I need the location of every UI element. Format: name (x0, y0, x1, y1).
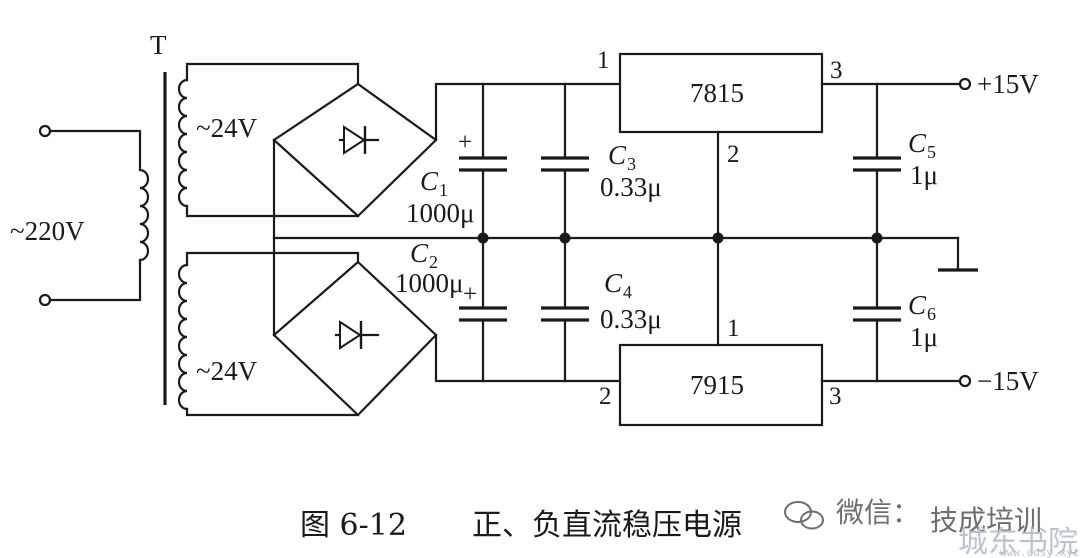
transformer: T ~24V ~24V (138, 30, 258, 411)
c1-name: C (420, 166, 439, 196)
junction-dot (871, 232, 883, 244)
regulator-top-pin-in: 1 (597, 47, 610, 74)
c1-subscript: 1 (439, 180, 448, 200)
regulator-top-pin-gnd: 2 (727, 141, 740, 168)
positive-rail-input (434, 82, 622, 142)
input-terminal-top (38, 124, 52, 138)
c6-subscript: 6 (927, 304, 936, 324)
secondary-top-leads (185, 62, 360, 218)
c5-name: C (908, 128, 927, 158)
secondary-bottom-voltage: ~24V (196, 356, 258, 386)
c5-subscript: 5 (927, 142, 936, 162)
diode-icon (343, 125, 366, 155)
watermark-wechat: 微信： (836, 496, 920, 529)
positive-output-terminal (958, 77, 972, 91)
capacitor-c5: C 5 1μ (853, 82, 938, 240)
negative-rail-input (434, 333, 622, 383)
figure-number: 图 6-12 (300, 508, 407, 543)
c4-name: C (604, 268, 623, 298)
regulator-bottom-pin-gnd: 1 (727, 315, 740, 342)
c2-name: C (410, 238, 429, 268)
secondary-top-voltage: ~24V (196, 113, 258, 143)
junction-dot (559, 232, 571, 244)
regulator-top-pin-out: 3 (830, 57, 843, 84)
ac-input: ~220V (10, 124, 142, 307)
c3-value: 0.33μ (600, 172, 662, 202)
capacitor-c2: + C 2 1000μ (395, 236, 507, 383)
junction-dot (477, 232, 489, 244)
regulator-bottom-name: 7915 (690, 370, 744, 400)
regulator-bottom-pin-out: 3 (829, 383, 842, 410)
c3-name: C (608, 140, 627, 170)
watermark-account: 技成培训 (930, 504, 1042, 537)
regulator-bottom-pin-in: 2 (599, 383, 612, 410)
watermark: 微信： 技成培训 城东书院 www.cdsy.xyz (784, 496, 1079, 558)
c2-subscript: 2 (429, 252, 438, 272)
secondary-winding-top (177, 78, 189, 208)
c2-value: 1000μ (395, 268, 463, 298)
primary-leads (48, 129, 142, 302)
primary-winding (138, 168, 150, 262)
c1-polarity: + (458, 129, 472, 156)
regulator-top-name: 7815 (690, 78, 744, 108)
c6-name: C (908, 290, 927, 320)
bridge-rectifier-top (272, 82, 438, 218)
c1-value: 1000μ (406, 198, 474, 228)
positive-output-label: +15V (977, 69, 1039, 99)
junction-dots (477, 232, 883, 244)
c2-polarity: + (463, 281, 477, 308)
regulator-7915: 7915 1 2 3 (599, 315, 842, 427)
watermark-url: www.cdsy.xyz (1000, 546, 1079, 558)
negative-output-terminal (958, 374, 972, 388)
capacitor-c1: + C 1 1000μ (406, 82, 507, 240)
capacitor-c6: C 6 1μ (853, 236, 938, 383)
transformer-label: T (150, 30, 167, 60)
regulator-7815: 7815 1 2 3 (597, 47, 843, 168)
input-terminal-bottom (38, 293, 52, 307)
c4-subscript: 4 (623, 282, 632, 302)
secondary-winding-bottom (177, 263, 189, 411)
secondary-bottom-leads (185, 251, 360, 417)
negative-output-label: −15V (977, 366, 1039, 396)
junction-dot (712, 232, 724, 244)
capacitor-c3: C 3 0.33μ (541, 82, 662, 240)
c3-subscript: 3 (627, 154, 636, 174)
wechat-icon (784, 501, 824, 530)
c5-value: 1μ (910, 160, 938, 190)
c6-value: 1μ (910, 322, 938, 352)
figure-title: 正、负直流稳压电源 (472, 508, 742, 543)
bridge-rectifier-bottom (272, 260, 438, 417)
watermark-site: 城东书院 (958, 525, 1078, 558)
diode-icon (339, 320, 362, 350)
c4-value: 0.33μ (600, 304, 662, 334)
capacitor-c4: C 4 0.33μ (541, 236, 662, 383)
primary-voltage-label: ~220V (10, 216, 85, 246)
